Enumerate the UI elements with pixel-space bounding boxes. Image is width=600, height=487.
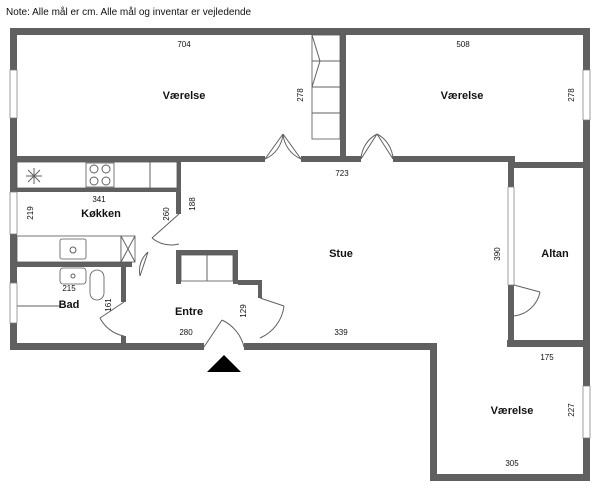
dim-bedroom3-top: 175	[540, 353, 554, 362]
dim-kitchen-depth: 219	[26, 206, 35, 220]
entrance-arrow-icon	[207, 355, 241, 372]
dim-bedroom1-depth: 278	[296, 88, 305, 102]
room-label-kitchen: Køkken	[81, 208, 121, 220]
window-balcony	[507, 186, 515, 286]
window-bedroom3	[582, 385, 591, 439]
kitchen-fixtures	[16, 161, 178, 263]
room-label-hall: Entre	[175, 306, 203, 318]
window-kitchen	[9, 191, 18, 235]
room-label-bedroom2: Værelse	[441, 90, 484, 102]
interior-walls	[17, 35, 590, 347]
room-label-living: Stue	[329, 248, 353, 260]
window-bedroom2	[582, 69, 591, 121]
dim-kitchen-width: 341	[92, 195, 106, 204]
dim-bedroom1-width: 704	[177, 40, 191, 49]
dim-bedroom3-depth: 227	[567, 403, 576, 417]
windows	[9, 69, 591, 439]
dim-living-depth: 390	[493, 247, 502, 261]
window-bedroom1	[9, 69, 18, 119]
dim-living-width: 723	[335, 169, 349, 178]
dim-hall-depth: 129	[239, 304, 248, 318]
dim-bedroom2-width: 508	[456, 40, 470, 49]
dim-lower-width: 339	[334, 328, 348, 337]
dim-188: 188	[188, 197, 197, 211]
entre-cupboard	[180, 254, 234, 282]
wardrobe	[311, 34, 341, 140]
doors	[99, 133, 541, 348]
window-bath	[9, 282, 18, 324]
bath-fixtures	[17, 267, 105, 307]
disclaimer-note: Note: Alle mål er cm. Alle mål og invent…	[6, 6, 252, 18]
room-label-balcony: Altan	[541, 248, 569, 260]
room-label-bedroom3: Værelse	[491, 405, 534, 417]
dim-hall-width: 280	[179, 328, 193, 337]
dim-bedroom2-depth: 278	[567, 88, 576, 102]
room-label-bath: Bad	[59, 299, 80, 311]
dim-bath-width: 215	[62, 284, 76, 293]
dim-bath-depth: 161	[104, 298, 113, 312]
dim-bedroom3-width: 305	[505, 459, 519, 468]
extractor-icon	[26, 168, 42, 184]
room-label-bedroom1: Værelse	[163, 90, 206, 102]
dim-260: 260	[162, 207, 171, 221]
